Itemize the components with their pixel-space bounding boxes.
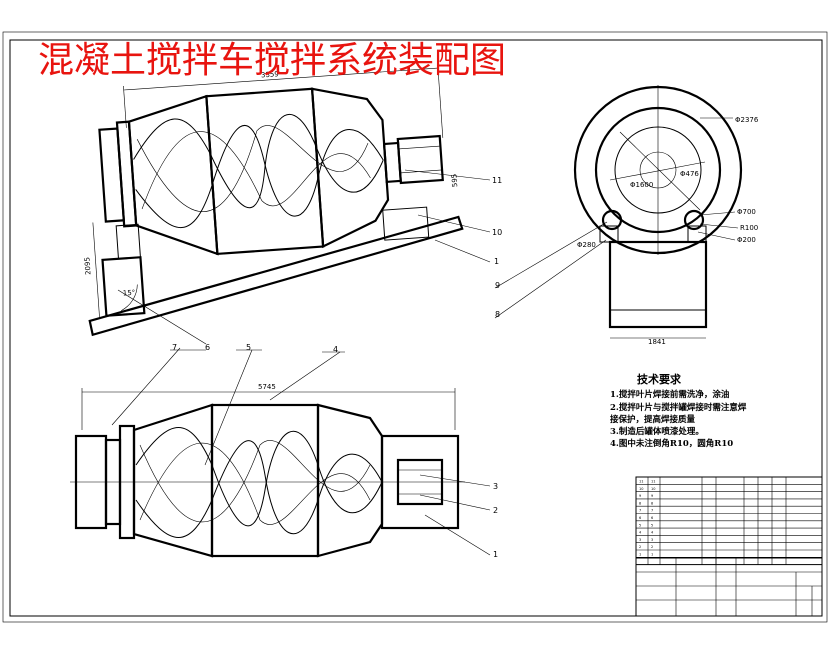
requirement-line-1: 1.搅拌叶片焊接前需洗净，涂油: [610, 389, 729, 400]
bom-row-number-2: 1: [651, 553, 653, 557]
dim-top-length: 3359: [261, 70, 279, 79]
bom-row-number-2: 11: [651, 480, 655, 484]
technical-requirements: 技术要求 1.搅拌叶片焊接前需洗净，涂油 2.搅拌叶片与搅拌罐焊接时需注意焊 接…: [610, 372, 747, 449]
bom-row-number: 1: [639, 553, 641, 557]
label-1-bottom: 1: [493, 550, 498, 559]
outer-frame: [2, 31, 828, 623]
label-1-top: 1: [494, 257, 499, 266]
label-11: 11: [492, 176, 502, 185]
bom-row-number-2: 5: [651, 523, 653, 527]
bom-row-number: 8: [639, 501, 641, 505]
bom-row-number: 7: [639, 509, 641, 513]
dim-angle: 15°: [123, 289, 136, 298]
dim-inner-dia: Φ476: [680, 170, 699, 178]
label-6: 6: [205, 343, 210, 352]
dim-roller-d: Φ200: [737, 236, 756, 244]
bom-row-number-2: 6: [651, 516, 653, 520]
title-block: [635, 557, 823, 617]
label-2: 2: [493, 506, 498, 515]
dim-roller-r: R100: [740, 224, 758, 232]
requirement-line-2: 2.搅拌叶片与搅拌罐焊接时需注意焊: [610, 402, 747, 413]
label-5: 5: [246, 343, 251, 352]
inner-frame: [9, 39, 823, 617]
dim-mid-dia: Φ1600: [630, 181, 653, 189]
top-view: 3359 2095 595 15°: [83, 64, 464, 337]
bom-row-number: 6: [639, 516, 641, 520]
label-4: 4: [333, 345, 338, 354]
label-3: 3: [493, 482, 498, 491]
drawing-title: 混凝土搅拌车搅拌系统装配图: [38, 40, 506, 81]
dim-top-right: 595: [450, 173, 459, 187]
bottom-view: 5745 3 2 1: [70, 383, 498, 559]
bom-row-number-2: 7: [651, 509, 653, 513]
dim-ring: Φ700: [737, 208, 756, 216]
bom-row-number-2: 10: [651, 487, 655, 491]
bom-row-number: 11: [639, 480, 643, 484]
requirement-line-4: 3.制造后罐体喷漆处理。: [610, 426, 704, 437]
bom-row-number-2: 8: [651, 501, 653, 505]
requirements-title: 技术要求: [637, 372, 682, 386]
bom-row-number: 9: [639, 494, 641, 498]
top-leaders: 11 10 1 6 7 5 4: [111, 169, 502, 466]
label-7: 7: [172, 343, 177, 352]
dim-bottom-length: 5745: [258, 383, 276, 391]
bom-row-number: 2: [639, 545, 641, 549]
bom-row-number: 3: [639, 538, 641, 542]
bom-row-number-2: 3: [651, 538, 653, 542]
dim-top-height: 2095: [83, 257, 92, 275]
label-9: 9: [495, 281, 500, 290]
bom-row-number-2: 9: [651, 494, 653, 498]
bom-row-number-2: 4: [651, 531, 654, 535]
dim-side-width: 1841: [648, 338, 666, 346]
requirement-line-5: 4.图中未注倒角R10，圆角R10: [610, 438, 733, 449]
side-view: 1841 Φ2376 Φ476 Φ1600 Φ700 R100 Φ200 Φ28…: [494, 85, 759, 346]
dim-outer-dia: Φ2376: [735, 116, 759, 124]
label-8: 8: [495, 310, 500, 319]
label-10: 10: [492, 228, 502, 237]
bom-row-number-2: 2: [651, 545, 653, 549]
requirement-line-3: 接保护，提高焊接质量: [610, 414, 696, 425]
bom-row-number: 10: [639, 487, 643, 491]
dim-small-d: Φ280: [577, 241, 596, 249]
bom-row-number: 5: [639, 523, 641, 527]
bom-row-number: 4: [639, 531, 642, 535]
